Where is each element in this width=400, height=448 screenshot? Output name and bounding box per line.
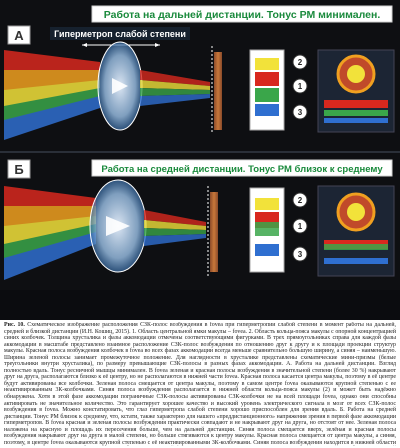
- marker-b-1: [292, 192, 308, 208]
- band-b-green: [255, 222, 279, 236]
- lens-label: Гиперметроп слабой степени: [54, 29, 186, 39]
- excitation-red-a: [324, 100, 388, 108]
- diagram-svg: Работа на дальней дистанции. Тонус РМ ми…: [0, 5, 400, 320]
- marker-a-3-label: 3: [298, 108, 303, 117]
- focus-b-red: [144, 210, 206, 226]
- figure-caption: Рис. 10. Схематическое изображение распо…: [4, 322, 396, 446]
- panel-b-letter-box: [7, 159, 31, 179]
- marker-b-2: [292, 218, 308, 234]
- excitation-blue-a: [324, 118, 388, 123]
- panel-b-letter: Б: [14, 162, 23, 177]
- lens-label-box: [50, 27, 190, 40]
- marker-b-3-label: 3: [298, 250, 303, 259]
- arrowhead-left: [82, 43, 87, 47]
- caption-text: Схематическое изображение расположения С…: [4, 322, 396, 446]
- marker-a-2-label: 1: [298, 82, 303, 91]
- panel-b-title-box: [91, 159, 393, 177]
- marker-b-2-label: 1: [298, 222, 303, 231]
- marker-b-1-label: 2: [298, 196, 303, 205]
- mini-prism-a: [112, 78, 128, 94]
- focused-rays-b: [144, 210, 206, 246]
- ray-b-blue: [4, 232, 96, 280]
- excitation-green-b: [324, 244, 388, 250]
- focused-rays-a: [140, 70, 210, 106]
- marker-a-3: [292, 104, 308, 120]
- panel-a-letter: А: [14, 28, 24, 43]
- excitation-green-a: [324, 110, 388, 116]
- panel-b: Б Работа на средней дистанции. Тонус РМ …: [0, 159, 400, 320]
- panel-a-title: Работа на дальней дистанции. Тонус РМ ми…: [104, 9, 381, 21]
- marker-a-2: [292, 78, 308, 94]
- focus-b-yellow: [144, 220, 206, 230]
- figure: Работа на дальней дистанции. Тонус РМ ми…: [0, 0, 400, 320]
- focus-blue: [140, 94, 210, 106]
- band-a-green: [255, 88, 279, 102]
- light-rays-a: [4, 50, 100, 140]
- focus-b-green: [144, 228, 206, 236]
- retina-b: [210, 192, 218, 272]
- arrowhead-right: [155, 43, 160, 47]
- band-a-red: [255, 72, 279, 86]
- marker-a-1-label: 2: [298, 58, 303, 67]
- ray-blue: [4, 96, 100, 140]
- focus-yellow: [140, 80, 210, 90]
- focus-red: [140, 70, 210, 86]
- mini-prism-b: [106, 216, 130, 236]
- panel-a-title-box: [91, 5, 393, 23]
- fovea-center-a: [347, 65, 365, 83]
- focus-green: [140, 88, 210, 96]
- panel-b-title: Работа на средней дистанции. Тонус РМ бл…: [101, 164, 383, 175]
- light-rays-b: [4, 186, 96, 280]
- band-b-blue: [255, 244, 279, 256]
- band-a-blue: [255, 104, 279, 116]
- panel-a-letter-box: [7, 25, 31, 45]
- panel-a: Работа на дальней дистанции. Тонус РМ ми…: [4, 5, 395, 140]
- marker-b-3: [292, 246, 308, 262]
- panel-b-footer: [0, 290, 400, 320]
- retina-a: [214, 52, 222, 130]
- band-b-yellow: [255, 198, 279, 210]
- caption-label: Рис. 10.: [4, 322, 25, 328]
- focus-b-blue: [144, 234, 206, 246]
- excitation-blue-b: [324, 258, 388, 264]
- band-a-yellow: [255, 58, 279, 70]
- fovea-center-b: [347, 203, 365, 221]
- marker-a-1: [292, 54, 308, 70]
